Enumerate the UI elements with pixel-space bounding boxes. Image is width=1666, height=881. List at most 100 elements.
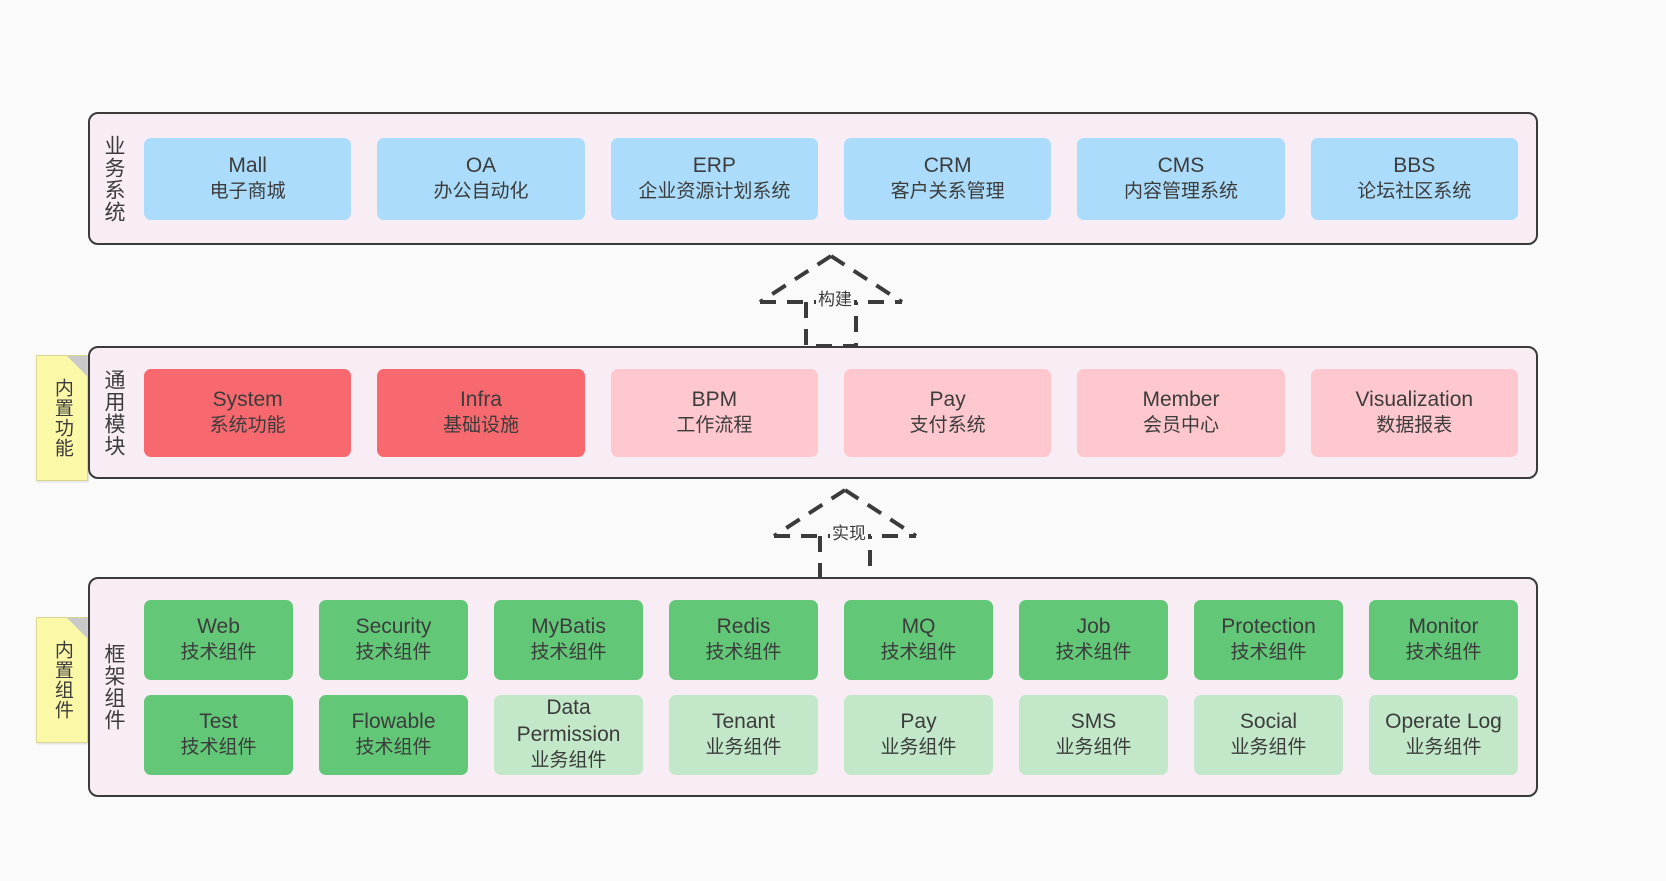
card-title-en: Data Permission (516, 696, 621, 747)
framework-card-web[interactable]: Web 技术组件 (144, 599, 293, 680)
card-title-en: SMS (1070, 709, 1117, 733)
card-title-cn: 业务组件 (880, 736, 957, 758)
note-label: 内置组件 (51, 640, 73, 720)
business-card-oa[interactable]: OA 办公自动化 (377, 137, 585, 220)
connector-build: 构建 (756, 252, 906, 348)
business-card-erp[interactable]: ERP 企业资源计划系统 (610, 137, 818, 220)
module-card-visualization[interactable]: Visualization 数据报表 (1310, 368, 1518, 457)
card-title-cn: 业务组件 (530, 750, 607, 772)
card-title-cn: 业务组件 (705, 736, 782, 758)
card-title-cn: 企业资源计划系统 (638, 180, 791, 202)
framework-card-sms[interactable]: SMS 业务组件 (1019, 694, 1168, 775)
card-title-en: CRM (923, 153, 972, 177)
card-title-en: Security (355, 614, 432, 638)
card-title-en: Job (1076, 614, 1111, 638)
card-title-en: Monitor (1408, 614, 1479, 638)
layer-title-modules: 通用模块 (101, 368, 125, 457)
framework-card-data-permission[interactable]: Data Permission 业务组件 (494, 694, 643, 775)
layer-title-business: 业务系统 (101, 134, 125, 223)
card-title-en: Visualization (1355, 387, 1474, 411)
card-title-en: Operate Log (1385, 709, 1502, 733)
card-title-cn: 数据报表 (1376, 414, 1453, 436)
card-title-en: Protection (1221, 614, 1316, 638)
card-title-en: Test (199, 709, 238, 733)
connector-label-build: 构建 (816, 285, 854, 310)
card-title-cn: 业务组件 (1405, 736, 1482, 758)
layer-framework-components: 框架组件 Web 技术组件 Security 技术组件 MyBatis 技术组件… (88, 577, 1538, 797)
framework-card-mq[interactable]: MQ 技术组件 (844, 599, 993, 680)
card-title-en: Pay (900, 709, 937, 733)
card-title-cn: 技术组件 (880, 641, 957, 663)
card-title-en: OA (465, 153, 497, 177)
module-card-bpm[interactable]: BPM 工作流程 (610, 368, 818, 457)
card-title-cn: 技术组件 (180, 736, 257, 758)
business-card-cms[interactable]: CMS 内容管理系统 (1077, 137, 1285, 220)
framework-card-protection[interactable]: Protection 技术组件 (1194, 599, 1343, 680)
card-title-cn: 办公自动化 (433, 180, 529, 202)
card-title-cn: 技术组件 (1230, 641, 1307, 663)
framework-card-flowable[interactable]: Flowable 技术组件 (319, 694, 468, 775)
framework-card-pay[interactable]: Pay 业务组件 (844, 694, 993, 775)
framework-business-row: Test 技术组件 Flowable 技术组件 Data Permission … (144, 694, 1518, 775)
module-card-infra[interactable]: Infra 基础设施 (377, 368, 585, 457)
card-title-cn: 系统功能 (209, 414, 286, 436)
business-card-mall[interactable]: Mall 电子商城 (144, 137, 352, 220)
business-card-bbs[interactable]: BBS 论坛社区系统 (1310, 137, 1518, 220)
note-label: 内置功能 (51, 378, 73, 458)
card-title-cn: 技术组件 (705, 641, 782, 663)
note-fold-icon (67, 356, 87, 376)
card-title-cn: 电子商城 (209, 180, 286, 202)
card-title-cn: 技术组件 (355, 736, 432, 758)
card-title-en: Tenant (711, 709, 776, 733)
modules-card-row: System 系统功能 Infra 基础设施 BPM 工作流程 Pay 支付系统… (144, 368, 1518, 457)
card-title-en: BBS (1393, 153, 1436, 177)
connector-label-implement: 实现 (830, 519, 868, 544)
layer-business-systems: 业务系统 Mall 电子商城 OA 办公自动化 ERP 企业资源计划系统 CRM… (88, 112, 1538, 245)
card-title-en: BPM (691, 387, 738, 411)
layer-common-modules: 通用模块 System 系统功能 Infra 基础设施 BPM 工作流程 Pay… (88, 346, 1538, 479)
module-card-system[interactable]: System 系统功能 (144, 368, 352, 457)
card-title-en: MyBatis (531, 614, 606, 638)
card-title-cn: 业务组件 (1055, 736, 1132, 758)
framework-card-job[interactable]: Job 技术组件 (1019, 599, 1168, 680)
card-title-cn: 技术组件 (1405, 641, 1482, 663)
card-title-cn: 基础设施 (442, 414, 519, 436)
layer-body-framework: Web 技术组件 Security 技术组件 MyBatis 技术组件 Redi… (136, 579, 1536, 795)
module-card-pay[interactable]: Pay 支付系统 (843, 368, 1052, 457)
card-title-cn: 技术组件 (355, 641, 432, 663)
card-title-cn: 工作流程 (676, 414, 753, 436)
card-title-en: System (212, 387, 283, 411)
card-title-en: Member (1142, 387, 1220, 411)
framework-card-tenant[interactable]: Tenant 业务组件 (669, 694, 818, 775)
card-title-cn: 论坛社区系统 (1357, 180, 1472, 202)
card-title-en: Web (197, 614, 240, 638)
layer-body-modules: System 系统功能 Infra 基础设施 BPM 工作流程 Pay 支付系统… (136, 348, 1536, 477)
framework-card-social[interactable]: Social 业务组件 (1194, 694, 1343, 775)
card-title-en: ERP (692, 153, 736, 177)
card-title-en: Flowable (351, 709, 436, 733)
note-fold-icon (67, 618, 87, 638)
card-title-cn: 支付系统 (909, 414, 986, 436)
connector-implement: 实现 (770, 486, 920, 582)
card-title-en: Infra (459, 387, 502, 411)
business-card-crm[interactable]: CRM 客户关系管理 (843, 137, 1052, 220)
framework-card-redis[interactable]: Redis 技术组件 (669, 599, 818, 680)
card-title-cn: 会员中心 (1142, 414, 1219, 436)
card-title-cn: 客户关系管理 (890, 180, 1005, 202)
card-title-en: CMS (1157, 153, 1205, 177)
card-title-en: MQ (901, 614, 936, 638)
sticky-note-builtin-components: 内置组件 (36, 617, 88, 743)
card-title-cn: 业务组件 (1230, 736, 1307, 758)
card-title-cn: 技术组件 (530, 641, 607, 663)
card-title-en: Pay (929, 387, 966, 411)
card-title-cn: 技术组件 (1055, 641, 1132, 663)
module-card-member[interactable]: Member 会员中心 (1077, 368, 1285, 457)
card-title-en: Mall (228, 153, 267, 177)
card-title-en: Redis (716, 614, 771, 638)
framework-card-monitor[interactable]: Monitor 技术组件 (1369, 599, 1518, 680)
sticky-note-builtin-functions: 内置功能 (36, 355, 88, 481)
framework-card-security[interactable]: Security 技术组件 (319, 599, 468, 680)
framework-card-operate-log[interactable]: Operate Log 业务组件 (1369, 694, 1518, 775)
framework-card-test[interactable]: Test 技术组件 (144, 694, 293, 775)
framework-card-mybatis[interactable]: MyBatis 技术组件 (494, 599, 643, 680)
